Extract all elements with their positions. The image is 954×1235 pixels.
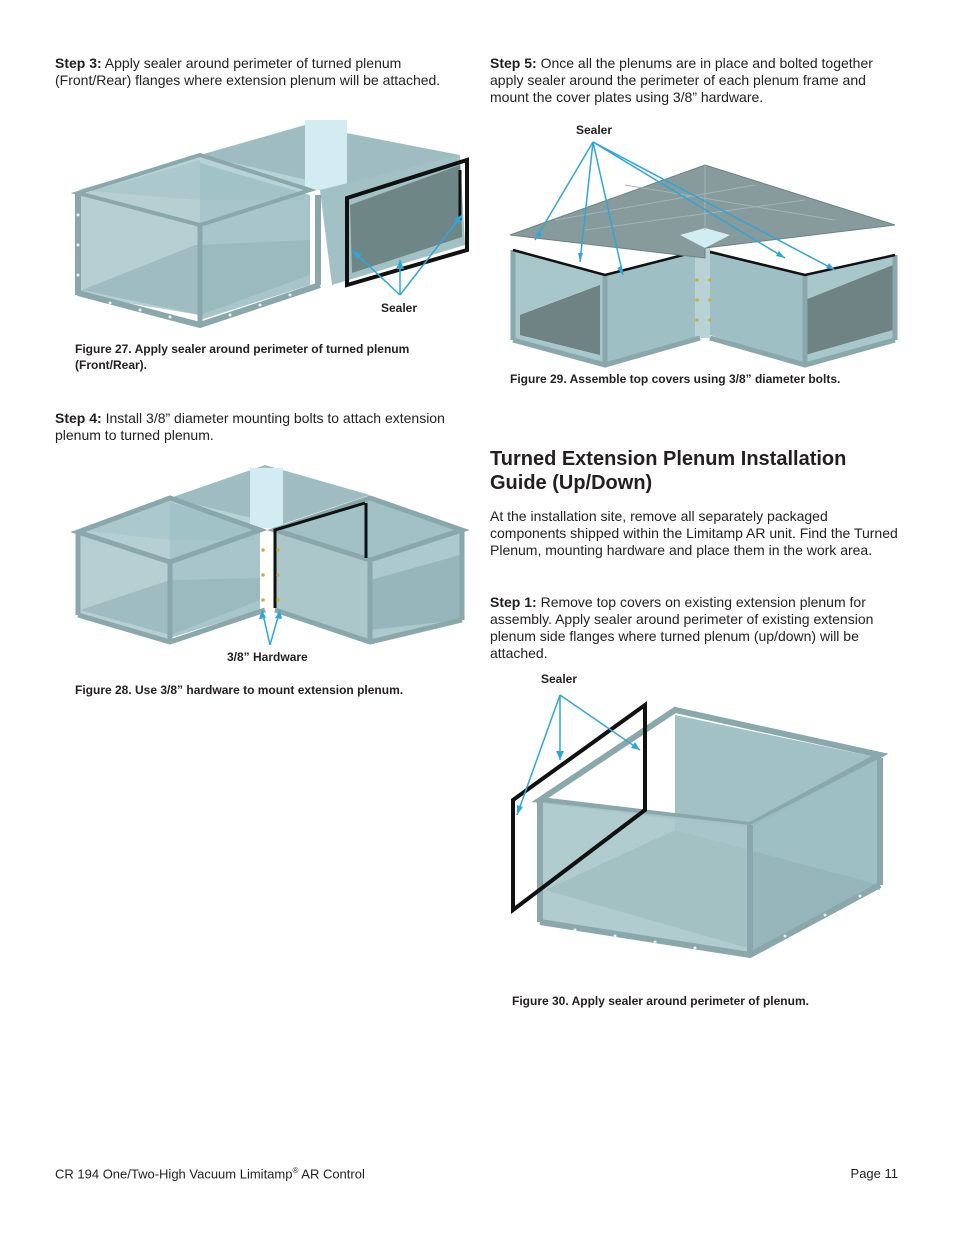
step1-text: Remove top covers on existing extension … — [490, 594, 874, 661]
fig30-caption: Figure 30. Apply sealer around perimeter… — [512, 994, 809, 1008]
step1-paragraph: Step 1: Remove top covers on existing ex… — [490, 594, 900, 662]
step3-text: Apply sealer around perimeter of turned … — [55, 55, 441, 88]
step5-text: Once all the plenums are in place and bo… — [490, 55, 873, 105]
step5-paragraph: Step 5: Once all the plenums are in plac… — [490, 55, 900, 106]
figure-28-illustration — [70, 465, 470, 646]
figure-30-illustration — [511, 694, 889, 959]
fig27-caption: Figure 27. Apply sealer around perimeter… — [75, 342, 410, 372]
step4-text: Install 3/8” diameter mounting bolts to … — [55, 410, 445, 443]
step3-paragraph: Step 3: Apply sealer around perimeter of… — [55, 55, 475, 89]
fig29-caption: Figure 29. Assemble top covers using 3/8… — [510, 372, 841, 386]
step3-label: Step 3: — [55, 55, 102, 71]
figure-29-illustration — [509, 141, 898, 368]
section-heading: Turned Extension Plenum Installation Gui… — [490, 448, 847, 494]
step4-paragraph: Step 4: Install 3/8” diameter mounting b… — [55, 410, 475, 444]
fig28-caption: Figure 28. Use 3/8” hardware to mount ex… — [75, 683, 404, 697]
step5-label: Step 5: — [490, 55, 537, 71]
fig28-hardware-callout: 3/8” Hardware — [227, 650, 308, 664]
fig27-sealer-callout: Sealer — [381, 301, 418, 315]
fig29-sealer-callout: Sealer — [576, 123, 613, 137]
figure-27-illustration — [70, 120, 469, 329]
intro-paragraph: At the installation site, remove all sep… — [490, 508, 898, 558]
step1-label: Step 1: — [490, 594, 537, 610]
footer-page-number: Page 11 — [850, 1166, 898, 1181]
footer-doc-title: CR 194 One/Two-High Vacuum Limitamp® AR … — [55, 1166, 365, 1182]
fig30-sealer-callout: Sealer — [541, 672, 578, 686]
step4-label: Step 4: — [55, 410, 102, 426]
